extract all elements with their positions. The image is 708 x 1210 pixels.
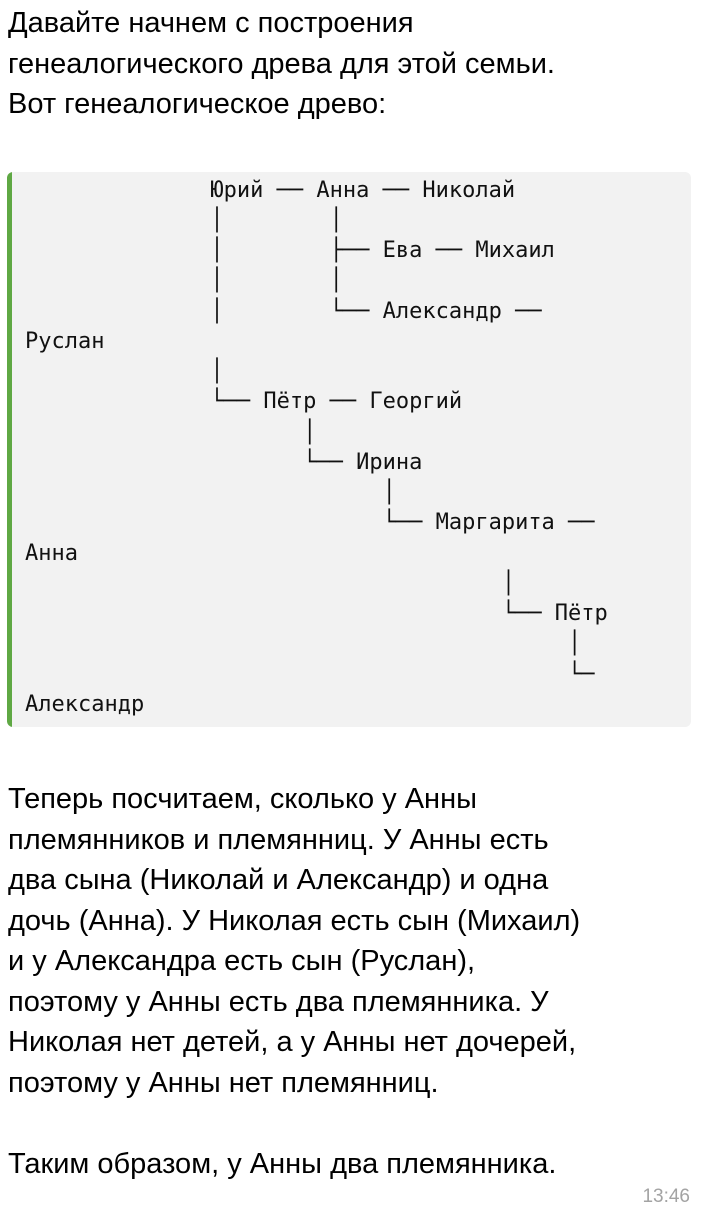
tree-line: └─: [25, 662, 595, 687]
tree-line: └── Ирина: [25, 450, 423, 475]
tree-line: └── Пётр ── Георгий: [25, 389, 463, 414]
message-timestamp: 13:46: [642, 1186, 690, 1207]
code-block-family-tree[interactable]: Юрий ── Анна ── Николай │ │ │ ├── Ева ──…: [7, 172, 691, 727]
tree-line: └── Пётр: [25, 601, 608, 626]
tree-line: │: [25, 420, 317, 445]
tree-line: Александр: [25, 692, 145, 717]
tree-line: Руслан: [25, 329, 105, 354]
tree-line: │: [25, 631, 582, 656]
tree-line: Юрий ── Анна ── Николай: [25, 178, 516, 203]
code-block-accent-bar: [7, 172, 12, 727]
tree-line: └── Маргарита ──: [25, 510, 595, 535]
message-body-text: Теперь посчитаем, сколько у Анны племянн…: [8, 783, 581, 1099]
tree-line: │: [25, 571, 516, 596]
tree-line: Анна: [25, 541, 78, 566]
tree-line: │ ├── Ева ── Михаил: [25, 238, 555, 263]
tree-line: │: [25, 359, 224, 384]
tree-line: │ │: [25, 268, 343, 293]
message-intro-text: Давайте начнем с построения генеалогичес…: [8, 7, 555, 120]
tree-line: │ │: [25, 208, 343, 233]
tree-line: │: [25, 480, 396, 505]
tree-line: │ └── Александр ──: [25, 299, 542, 324]
message-conclusion-text: Таким образом, у Анны два племянника.: [8, 1148, 557, 1180]
